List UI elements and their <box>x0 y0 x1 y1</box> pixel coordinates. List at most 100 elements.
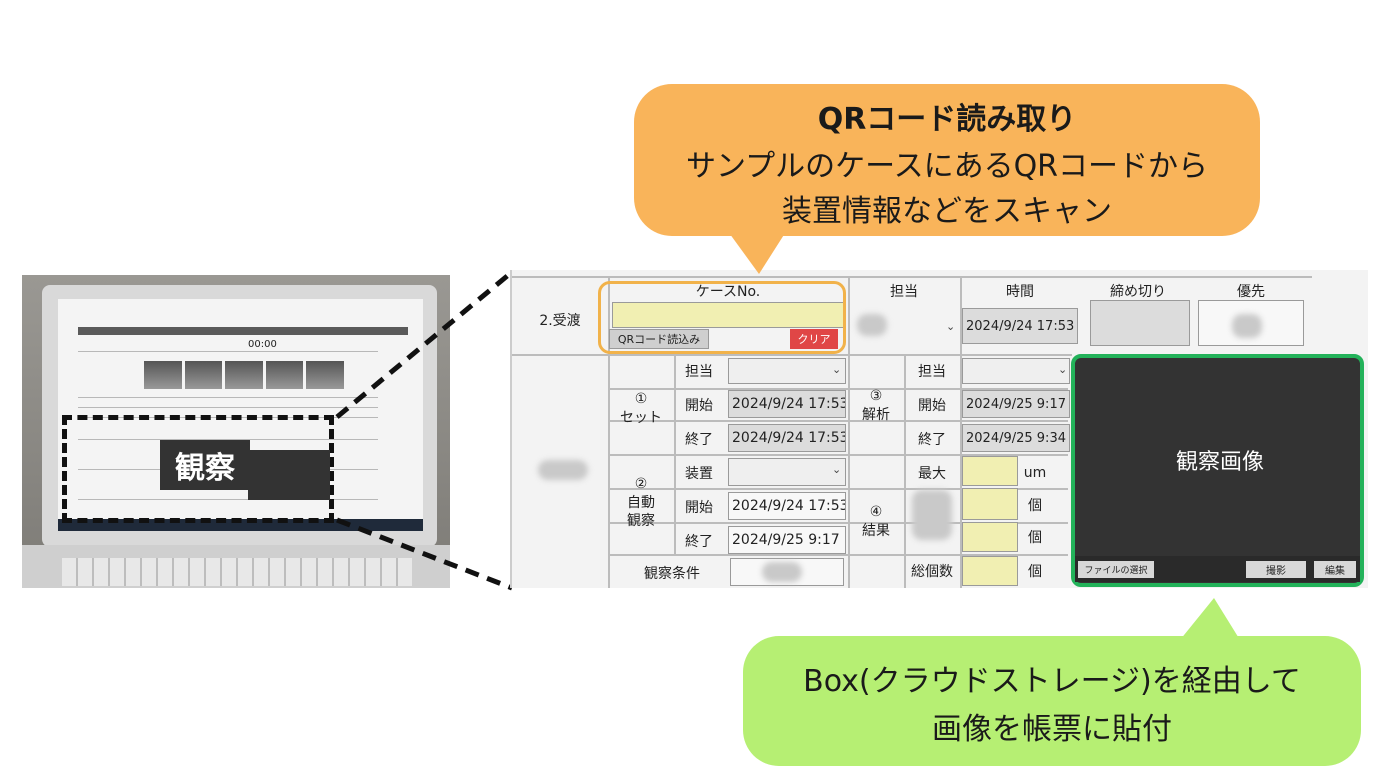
observation-image-title: 観察画像 <box>1175 450 1264 475</box>
screen-time: 00:00 <box>248 339 277 350</box>
grid-line <box>608 454 1068 456</box>
sheet-header <box>78 327 408 335</box>
analysis-number: ③ <box>869 388 883 404</box>
grid-line <box>674 354 676 554</box>
max-label: 最大 <box>918 466 946 482</box>
qr-callout-tail <box>727 230 787 274</box>
auto-label-2: 観察 <box>627 513 655 529</box>
overlay-dark-area <box>248 450 330 500</box>
redacted <box>1232 314 1262 338</box>
total-label: 総個数 <box>911 564 953 580</box>
case-no-highlight <box>598 281 846 354</box>
qr-read-button[interactable]: QRコード読込み <box>609 329 709 349</box>
case-no-header: ケースNo. <box>695 284 761 300</box>
chevron-down-icon[interactable]: ⌄ <box>832 463 842 476</box>
sheet-row <box>78 397 378 398</box>
count-field-2[interactable] <box>962 522 1018 552</box>
redacted <box>912 490 952 540</box>
grid-line <box>960 276 962 588</box>
time-header: 時間 <box>1006 284 1034 300</box>
result-label: 結果 <box>862 523 890 539</box>
grid-line <box>608 554 1068 556</box>
auto-label-1: 自動 <box>627 495 655 511</box>
redacted <box>762 562 802 582</box>
unit-count-1: 個 <box>1028 498 1042 514</box>
total-field[interactable] <box>962 556 1018 586</box>
handover-time-field[interactable]: 2024/9/24 17:53 <box>962 308 1078 344</box>
set-label: セット <box>620 410 662 426</box>
chevron-down-icon[interactable]: ⌄ <box>832 363 842 376</box>
set-assignee-select[interactable] <box>728 358 846 384</box>
qr-callout-line-2: 装置情報などをスキャン <box>782 194 1112 229</box>
analysis-start-label: 開始 <box>918 398 946 414</box>
grid-line <box>608 522 1068 524</box>
obs-condition-label: 観察条件 <box>644 566 700 582</box>
auto-number: ② <box>634 476 648 492</box>
clear-button[interactable]: クリア <box>790 329 838 349</box>
analysis-label: 解析 <box>862 407 890 423</box>
unit-count-2: 個 <box>1028 530 1042 546</box>
set-start-label: 開始 <box>685 398 713 414</box>
chevron-down-icon[interactable]: ⌄ <box>1058 363 1068 376</box>
redacted <box>857 314 887 336</box>
set-end-field[interactable]: 2024/9/24 17:53 <box>728 424 846 452</box>
unit-um: um <box>1023 465 1047 481</box>
analysis-end-field[interactable]: 2024/9/25 9:34 <box>962 424 1070 452</box>
analysis-start-field[interactable]: 2024/9/25 9:17 <box>962 390 1070 418</box>
keyboard <box>62 558 412 586</box>
count-field-1[interactable] <box>962 488 1018 520</box>
auto-start-label: 開始 <box>685 500 713 516</box>
shoot-button[interactable]: 撮影 <box>1246 561 1306 578</box>
grid-line <box>512 276 1312 278</box>
max-field[interactable] <box>962 456 1018 486</box>
set-assignee-label: 担当 <box>685 364 713 380</box>
deadline-header: 締め切り <box>1110 284 1166 300</box>
grid-line <box>512 354 1072 356</box>
auto-end-field[interactable]: 2024/9/25 9:17 <box>728 526 846 554</box>
zoomed-form: 2.受渡 ケースNo. 担当 ⌄ 時間 2024/9/24 17:53 締め切り… <box>510 270 1368 588</box>
analysis-end-label: 終了 <box>918 432 946 448</box>
grid-line <box>608 420 1068 422</box>
chevron-down-icon[interactable]: ⌄ <box>946 320 956 333</box>
redacted <box>538 460 588 480</box>
edit-button[interactable]: 編集 <box>1314 561 1356 578</box>
sheet-row <box>78 407 378 408</box>
file-select-button[interactable]: ファイルの選択 <box>1078 561 1154 578</box>
set-number: ① <box>634 391 648 407</box>
grid-line <box>608 276 610 588</box>
set-start-field[interactable]: 2024/9/24 17:53 <box>728 390 846 418</box>
qr-callout-title: QRコード読み取り <box>817 102 1077 137</box>
grid-line <box>848 276 850 588</box>
analysis-assignee-select[interactable] <box>962 358 1070 384</box>
box-callout-tail <box>1180 598 1240 640</box>
sheet-row <box>78 499 378 500</box>
unit-count-3: 個 <box>1028 564 1042 580</box>
set-end-label: 終了 <box>685 432 713 448</box>
laptop-photo: 00:00 <box>22 275 450 588</box>
zoom-region-marker <box>62 415 334 523</box>
grid-line <box>904 354 906 588</box>
grid-line <box>608 388 1068 390</box>
sheet-row <box>78 439 378 440</box>
qr-callout <box>634 84 1260 236</box>
analysis-assignee-label: 担当 <box>918 364 946 380</box>
box-callout-line-1: Box(クラウドストレージ)を経由して <box>803 664 1301 699</box>
overlay-label: 観察 <box>160 440 250 490</box>
device-label: 装置 <box>685 466 713 482</box>
grid-line <box>608 488 1068 490</box>
assignee-header: 担当 <box>890 284 918 300</box>
case-no-field[interactable] <box>612 302 844 328</box>
auto-start-field[interactable]: 2024/9/24 17:53 <box>728 492 846 520</box>
thumbnail-strip <box>144 361 344 389</box>
device-select[interactable] <box>728 458 846 486</box>
result-number: ④ <box>869 504 883 520</box>
section-label: 2.受渡 <box>539 313 581 329</box>
box-callout <box>743 636 1361 766</box>
auto-end-label: 終了 <box>685 534 713 550</box>
observation-image-panel <box>1071 354 1364 587</box>
sheet-row <box>78 351 378 352</box>
box-callout-line-2: 画像を帳票に貼付 <box>932 712 1172 747</box>
deadline-field[interactable] <box>1090 300 1190 346</box>
qr-callout-line-1: サンプルのケースにあるQRコードから <box>685 149 1209 184</box>
